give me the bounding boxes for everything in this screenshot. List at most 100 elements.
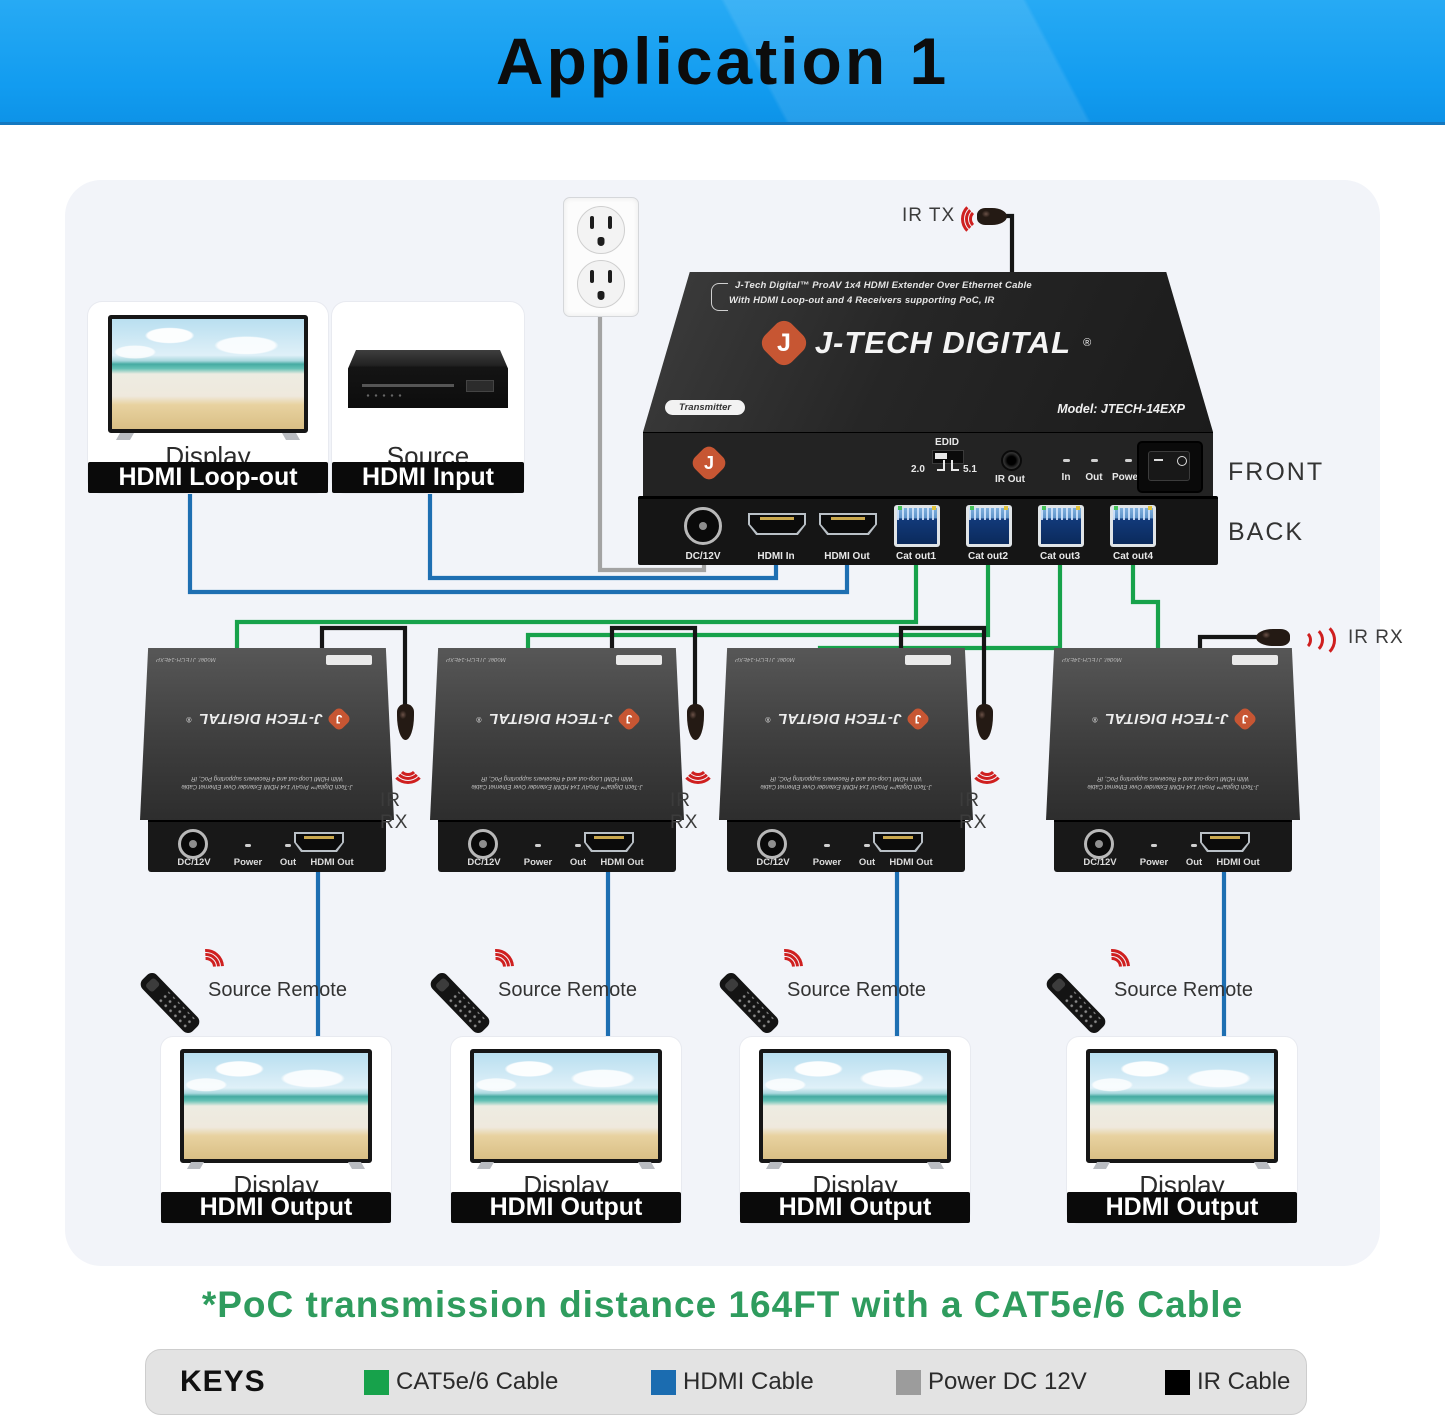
tv-stand — [1092, 1162, 1111, 1169]
remote-control-icon — [137, 970, 203, 1036]
ir-tx-label: IR TX — [902, 205, 956, 226]
tv-stand — [476, 1162, 495, 1169]
source-remote-label: Source Remote — [208, 979, 347, 1001]
receiver-description: J-Tech Digital™ ProAV 1x4 HDMI Extender … — [471, 775, 643, 789]
brand-logo-row: J-TECH DIGITAL ® — [1046, 706, 1300, 732]
port-label: Cat out1 — [896, 551, 936, 562]
source-remote-group: Source Remote — [137, 941, 386, 1043]
ir-cable-swatch — [1165, 1369, 1190, 1395]
remote-control-icon — [716, 970, 782, 1036]
transmitter-top-face: J-Tech Digital™ ProAV 1x4 HDMI Extender … — [643, 272, 1213, 432]
ir-rx-label: IR RX — [670, 790, 699, 833]
ir-out-label: IR Out — [995, 474, 1025, 485]
brand-text: J-TECH DIGITAL — [814, 325, 1072, 360]
tv-image — [108, 315, 308, 433]
out-led — [1191, 844, 1197, 847]
jtech-logo-icon — [904, 706, 931, 732]
output-banner: HDMI Output — [1067, 1192, 1297, 1223]
port-label: Out — [569, 857, 587, 868]
remote-control-icon — [1043, 970, 1109, 1036]
port-label: DC/12V — [177, 857, 211, 868]
ir-rx-label: IR RX — [1348, 627, 1404, 648]
led-in — [1063, 459, 1070, 462]
led-power-label: Power — [1111, 472, 1142, 483]
output-banner: HDMI Output — [451, 1192, 681, 1223]
legend-label: Power DC 12V — [928, 1368, 1087, 1395]
output-banner: HDMI Output — [161, 1192, 391, 1223]
legend-item-hdmi: HDMI Cable — [651, 1368, 814, 1396]
port-label: HDMI Out — [889, 857, 933, 868]
edid-switch — [932, 450, 964, 464]
legend-item-ir: IR Cable — [1165, 1368, 1290, 1396]
title-banner: Application 1 — [0, 0, 1445, 125]
led-power — [1125, 459, 1132, 462]
power-switch[interactable] — [1137, 441, 1203, 493]
edid-tick — [951, 460, 959, 471]
outlet-socket — [577, 260, 625, 308]
transmitter-unit: J-Tech Digital™ ProAV 1x4 HDMI Extender … — [638, 272, 1218, 565]
receiver-top-face: Model: JTECH-14EXP J-TECH DIGITAL® J-Tec… — [140, 648, 394, 820]
dc-12v-port — [178, 829, 208, 859]
receiver-description: J-Tech Digital™ ProAV 1x4 HDMI Extender … — [1087, 775, 1259, 789]
dc-12v-port — [468, 829, 498, 859]
receiver-model-text: Model: JTECH-14EXP — [446, 656, 506, 662]
ir-rx-waves — [390, 748, 426, 784]
port-label: Power — [1139, 857, 1169, 868]
ir-rx-label: IR RX — [380, 790, 409, 833]
loopout-display-card: Display HDMI Loop-out — [88, 302, 328, 493]
power-led — [1151, 844, 1157, 847]
receiver-model-text: Model: JTECH-14EXP — [156, 656, 216, 662]
hdmi-out-port — [819, 513, 877, 535]
power-led — [824, 844, 830, 847]
hdmi-out-port — [1200, 832, 1250, 852]
dc-12v-port — [1084, 829, 1114, 859]
hdmi-out-port — [873, 832, 923, 852]
receiver-unit-3: Model: JTECH-14EXP J-TECH DIGITAL® J-Tec… — [716, 648, 1005, 1228]
legend-item-cat: CAT5e/6 Cable — [364, 1368, 558, 1396]
out-led — [864, 844, 870, 847]
out-led — [575, 844, 581, 847]
receiver-sticker — [905, 655, 951, 665]
source-remote-label: Source Remote — [1114, 979, 1253, 1001]
remote-control-icon — [427, 970, 493, 1036]
back-side-label: BACK — [1228, 518, 1305, 546]
hdmi-out-port — [584, 832, 634, 852]
port-label: Cat out4 — [1113, 551, 1153, 562]
source-remote-label: Source Remote — [787, 979, 926, 1001]
edid-label: EDID — [935, 437, 959, 448]
receiver-sticker — [326, 655, 372, 665]
legend-label: HDMI Cable — [683, 1368, 814, 1395]
port-label: DC/12V — [756, 857, 790, 868]
jtech-logo-icon — [756, 316, 811, 370]
registered-mark: ® — [476, 715, 482, 723]
hdmi-out-port — [294, 832, 344, 852]
output-display-card: Display HDMI Output — [161, 1037, 391, 1223]
transmitter-description-line2: With HDMI Loop-out and 4 Receivers suppo… — [729, 295, 995, 306]
dvd-player-image — [348, 350, 508, 408]
brand-text: J-TECH DIGITAL — [198, 710, 323, 728]
port-label: HDMI Out — [600, 857, 644, 868]
registered-mark: ® — [1083, 337, 1092, 349]
receiver-sticker — [616, 655, 662, 665]
hdmi-cable-swatch — [651, 1369, 676, 1395]
ir-tx-emitter — [977, 208, 1007, 225]
transmitter-back-panel: DC/12V HDMI In HDMI Out Cat out1 Cat out… — [638, 496, 1218, 565]
port-label: DC/12V — [1083, 857, 1117, 868]
receiver-description: J-Tech Digital™ ProAV 1x4 HDMI Extender … — [760, 775, 932, 789]
brand-text: J-TECH DIGITAL — [1104, 710, 1229, 728]
power-outlet — [563, 197, 639, 317]
brand-text: J-TECH DIGITAL — [777, 710, 902, 728]
output-display-card: Display HDMI Output — [740, 1037, 970, 1223]
brand-logo-row: J-TECH DIGITAL ® — [643, 316, 1213, 370]
dc-12v-port — [684, 507, 722, 545]
registered-mark: ® — [186, 715, 192, 723]
port-label: DC/12V — [685, 551, 721, 562]
registered-mark: ® — [1092, 715, 1098, 723]
out-led — [285, 844, 291, 847]
receiver-unit-1: Model: JTECH-14EXP J-TECH DIGITAL® J-Tec… — [137, 648, 426, 1228]
port-label: Cat out2 — [968, 551, 1008, 562]
cat-cable-swatch — [364, 1369, 389, 1395]
legend-label: CAT5e/6 Cable — [396, 1368, 559, 1395]
tv-stand — [347, 1162, 366, 1169]
led-out — [1091, 459, 1098, 462]
